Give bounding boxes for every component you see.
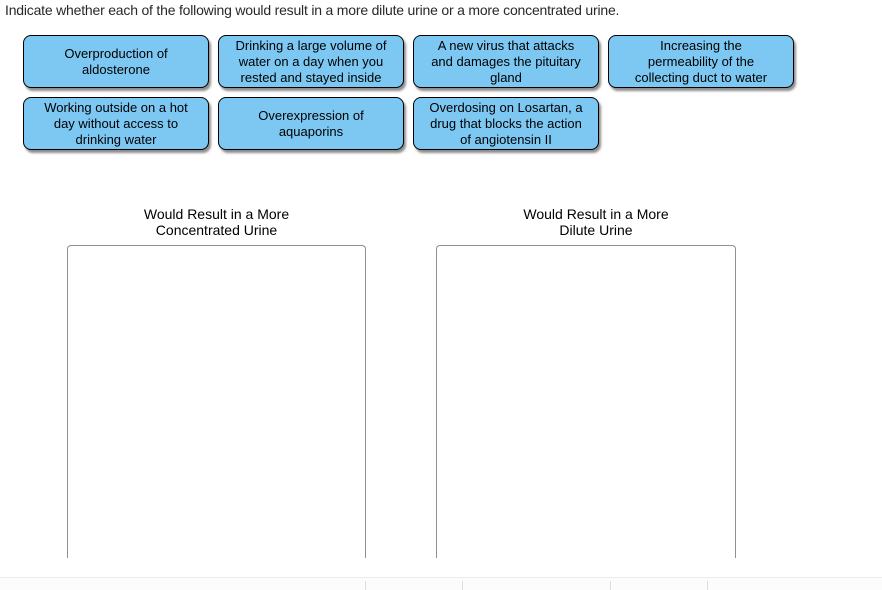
cutoff-cell-border xyxy=(462,581,463,590)
draggable-card-hot-day[interactable]: Working outside on a hot day without acc… xyxy=(23,97,209,150)
bottom-cutoff-strip xyxy=(0,578,882,590)
draggable-card-losartan[interactable]: Overdosing on Losartan, a drug that bloc… xyxy=(413,97,599,150)
cutoff-cell-border xyxy=(365,581,366,590)
cutoff-cell-border xyxy=(707,581,708,590)
dropzone-concentrated-urine[interactable] xyxy=(67,245,366,558)
cutoff-cell-border xyxy=(610,581,611,590)
draggable-card-duct-permeability[interactable]: Increasing the permeability of the colle… xyxy=(608,35,794,88)
dropzone-dilute-urine[interactable] xyxy=(436,245,736,558)
draggable-card-aquaporins[interactable]: Overexpression of aquaporins xyxy=(218,97,404,150)
draggable-card-drinking-water[interactable]: Drinking a large volume of water on a da… xyxy=(218,35,404,88)
draggable-card-aldosterone[interactable]: Overproduction of aldosterone xyxy=(23,35,209,88)
bin-title-concentrated-urine: Would Result in a More Concentrated Urin… xyxy=(143,206,290,238)
draggable-card-pituitary-virus[interactable]: A new virus that attacks and damages the… xyxy=(413,35,599,88)
instruction-text: Indicate whether each of the following w… xyxy=(5,2,620,18)
bottom-divider-line xyxy=(0,577,882,578)
bin-title-dilute-urine: Would Result in a More Dilute Urine xyxy=(523,206,669,238)
